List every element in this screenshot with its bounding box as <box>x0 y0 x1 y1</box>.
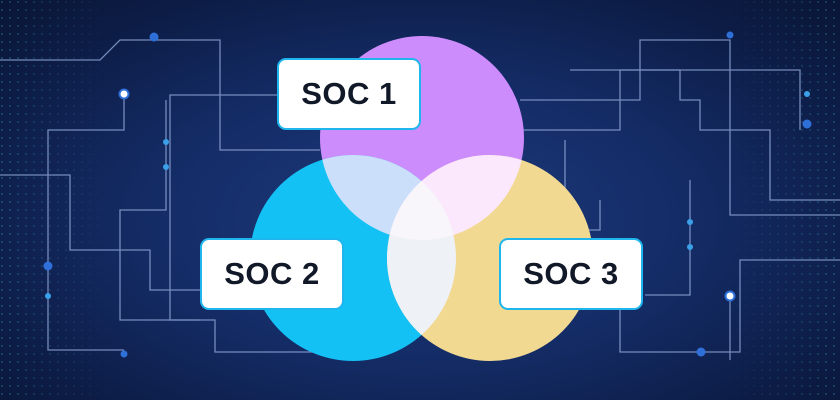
circuit-lines <box>0 39 840 360</box>
soc3-label: SOC 3 <box>499 238 643 310</box>
soc2-label: SOC 2 <box>200 238 344 310</box>
dot-grid-left <box>0 0 120 400</box>
center-overlap <box>387 155 456 240</box>
soc1-label: SOC 1 <box>277 58 421 130</box>
circuit-nodes <box>43 31 812 358</box>
